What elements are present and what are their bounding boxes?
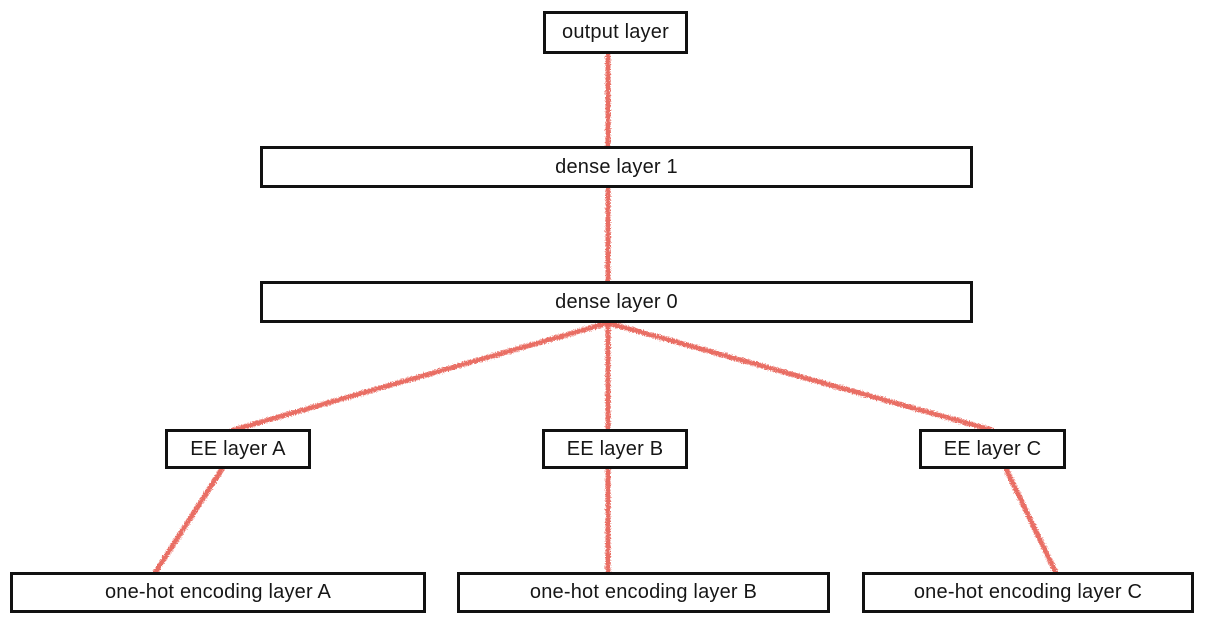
node-one-hot-encoding-layer-c: one-hot encoding layer C: [862, 572, 1194, 613]
node-dense-layer-1: dense layer 1: [260, 146, 973, 188]
node-dense-layer-0: dense layer 0: [260, 281, 973, 323]
node-ee-layer-c: EE layer C: [919, 429, 1066, 469]
edge-ohc-eec: [1003, 466, 1059, 576]
node-ee-layer-a: EE layer A: [165, 429, 311, 469]
node-ee-layer-b: EE layer B: [542, 429, 688, 469]
node-one-hot-encoding-layer-b: one-hot encoding layer B: [457, 572, 830, 613]
node-one-hot-encoding-layer-a: one-hot encoding layer A: [10, 572, 426, 613]
edge-oha-eea: [152, 466, 225, 576]
node-output-layer: output layer: [543, 11, 688, 54]
edge-eea-dense0: [230, 320, 611, 433]
edge-eec-dense0: [605, 320, 995, 433]
